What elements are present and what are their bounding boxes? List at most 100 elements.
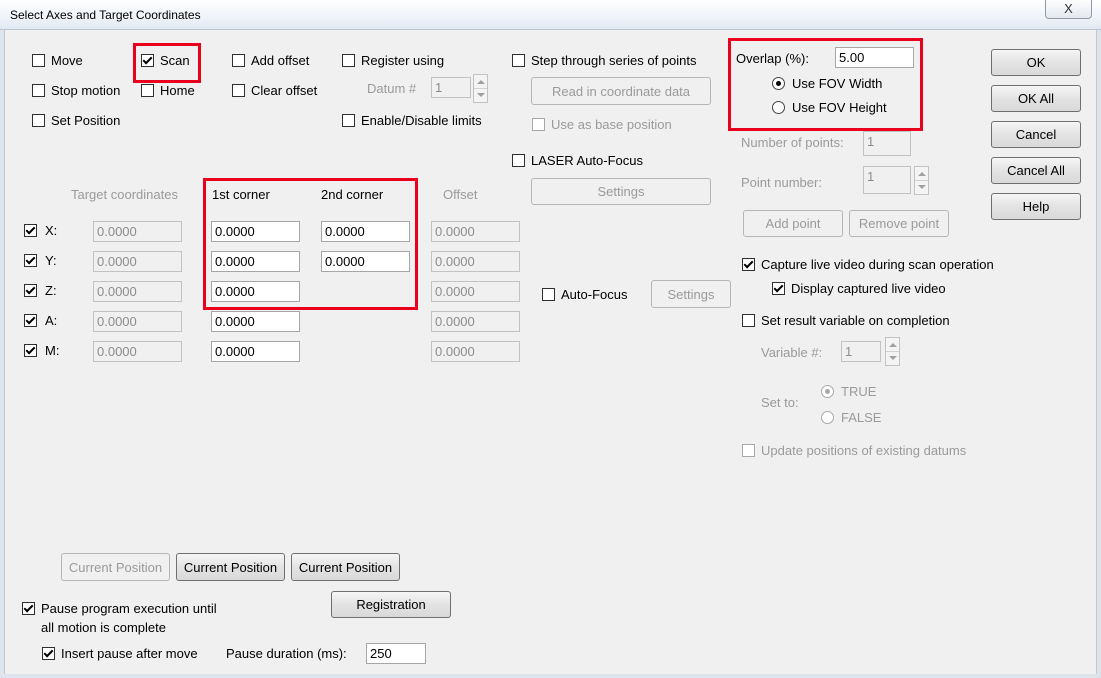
- step-through-checkbox[interactable]: Step through series of points: [512, 53, 697, 68]
- laser-autofocus-checkbox[interactable]: LASER Auto-Focus: [512, 153, 643, 168]
- variable-number-spinner[interactable]: [885, 337, 900, 366]
- axis-z-checkbox[interactable]: [24, 284, 43, 297]
- set-to-label: Set to:: [761, 395, 799, 410]
- ok-button[interactable]: OK: [991, 49, 1081, 76]
- axis-a-checkbox-box: [24, 314, 37, 327]
- display-captured-video-checkbox[interactable]: Display captured live video: [772, 281, 946, 296]
- set-result-variable-checkbox[interactable]: Set result variable on completion: [742, 313, 950, 328]
- read-coordinate-data-button[interactable]: Read in coordinate data: [531, 77, 711, 105]
- remove-point-button[interactable]: Remove point: [849, 210, 949, 237]
- spin-divider: [474, 88, 487, 89]
- second-corner-x-input[interactable]: 0.0000: [321, 221, 410, 242]
- number-of-points-label: Number of points:: [741, 135, 844, 150]
- first-corner-a-input[interactable]: 0.0000: [211, 311, 300, 332]
- first-corner-z-input[interactable]: 0.0000: [211, 281, 300, 302]
- fov-width-radio[interactable]: Use FOV Width: [772, 76, 882, 91]
- spin-down-icon: [918, 185, 926, 189]
- spin-divider: [915, 180, 928, 181]
- laser-settings-button[interactable]: Settings: [531, 178, 711, 205]
- register-using-checkbox[interactable]: Register using: [342, 53, 444, 68]
- target-z-input[interactable]: 0.0000: [93, 281, 182, 302]
- target-m-input[interactable]: 0.0000: [93, 341, 182, 362]
- point-number-spinner[interactable]: [914, 166, 929, 195]
- fov-height-radio[interactable]: Use FOV Height: [772, 100, 887, 115]
- set-position-checkbox[interactable]: Set Position: [32, 113, 120, 128]
- insert-pause-checkbox-box: [42, 647, 55, 660]
- fov-width-label: Use FOV Width: [792, 76, 883, 91]
- spin-up-icon: [889, 343, 897, 347]
- first-corner-x-input[interactable]: 0.0000: [211, 221, 300, 242]
- first-corner-y-input[interactable]: 0.0000: [211, 251, 300, 272]
- current-position-button-2[interactable]: Current Position: [176, 553, 285, 581]
- update-datums-checkbox[interactable]: Update positions of existing datums: [742, 443, 966, 458]
- target-x-input[interactable]: 0.0000: [93, 221, 182, 242]
- update-datums-checkbox-box: [742, 444, 755, 457]
- add-offset-checkbox[interactable]: Add offset: [232, 53, 309, 68]
- set-result-variable-checkbox-box: [742, 314, 755, 327]
- offset-x-input[interactable]: 0.0000: [431, 221, 520, 242]
- offset-a-input[interactable]: 0.0000: [431, 311, 520, 332]
- register-using-label: Register using: [361, 53, 445, 68]
- close-button[interactable]: X: [1045, 0, 1092, 19]
- current-position-button-1[interactable]: Current Position: [61, 553, 170, 581]
- use-as-base-checkbox[interactable]: Use as base position: [532, 117, 672, 132]
- registration-button[interactable]: Registration: [331, 591, 451, 618]
- axis-m-checkbox[interactable]: [24, 344, 43, 357]
- set-position-checkbox-box: [32, 114, 45, 127]
- add-point-button[interactable]: Add point: [743, 210, 843, 237]
- autofocus-checkbox[interactable]: Auto-Focus: [542, 287, 627, 302]
- laser-autofocus-label: LASER Auto-Focus: [531, 153, 643, 168]
- axis-x-checkbox[interactable]: [24, 224, 43, 237]
- true-radio[interactable]: TRUE: [821, 384, 876, 399]
- offset-y-input[interactable]: 0.0000: [431, 251, 520, 272]
- clear-offset-checkbox[interactable]: Clear offset: [232, 83, 317, 98]
- false-radio[interactable]: FALSE: [821, 410, 881, 425]
- true-label: TRUE: [841, 384, 877, 399]
- move-checkbox[interactable]: Move: [32, 53, 83, 68]
- overlap-input[interactable]: 5.00: [835, 47, 914, 68]
- stop-motion-checkbox[interactable]: Stop motion: [32, 83, 120, 98]
- offset-m-input[interactable]: 0.0000: [431, 341, 520, 362]
- autofocus-settings-button[interactable]: Settings: [651, 280, 731, 308]
- cancel-all-button[interactable]: Cancel All: [991, 157, 1081, 184]
- pause-duration-input[interactable]: 250: [366, 643, 426, 664]
- home-checkbox[interactable]: Home: [141, 83, 195, 98]
- datum-spinner[interactable]: [473, 74, 488, 103]
- window-border-left: [0, 30, 5, 678]
- axis-y-checkbox[interactable]: [24, 254, 43, 267]
- insert-pause-checkbox[interactable]: Insert pause after move: [42, 646, 198, 661]
- current-position-button-3[interactable]: Current Position: [291, 553, 400, 581]
- step-through-label: Step through series of points: [531, 53, 697, 68]
- enable-disable-limits-checkbox-box: [342, 114, 355, 127]
- variable-number-input[interactable]: 1: [841, 341, 881, 362]
- enable-disable-limits-label: Enable/Disable limits: [361, 113, 482, 128]
- axis-a-checkbox[interactable]: [24, 314, 43, 327]
- ok-all-button[interactable]: OK All: [991, 85, 1081, 112]
- capture-live-video-checkbox-box: [742, 258, 755, 271]
- offset-z-input[interactable]: 0.0000: [431, 281, 520, 302]
- target-y-input[interactable]: 0.0000: [93, 251, 182, 272]
- enable-disable-limits-checkbox[interactable]: Enable/Disable limits: [342, 113, 482, 128]
- scan-checkbox-box: [141, 54, 154, 67]
- overlap-label: Overlap (%):: [736, 51, 809, 66]
- update-datums-label: Update positions of existing datums: [761, 443, 967, 458]
- help-button[interactable]: Help: [991, 193, 1081, 220]
- pause-execution-checkbox[interactable]: Pause program execution until: [22, 601, 217, 616]
- pause-execution-checkbox-box: [22, 602, 35, 615]
- move-label: Move: [51, 53, 83, 68]
- spin-divider: [886, 351, 899, 352]
- target-coordinates-header: Target coordinates: [71, 187, 178, 202]
- target-a-input[interactable]: 0.0000: [93, 311, 182, 332]
- point-number-input[interactable]: 1: [863, 166, 911, 194]
- axis-x-label: X:: [45, 223, 58, 238]
- first-corner-m-input[interactable]: 0.0000: [211, 341, 300, 362]
- autofocus-checkbox-box: [542, 288, 555, 301]
- second-corner-y-input[interactable]: 0.0000: [321, 251, 410, 272]
- number-of-points-input[interactable]: 1: [863, 131, 911, 156]
- cancel-button[interactable]: Cancel: [991, 121, 1081, 148]
- datum-input[interactable]: 1: [431, 77, 471, 98]
- second-corner-header: 2nd corner: [321, 187, 384, 202]
- scan-checkbox[interactable]: Scan: [141, 53, 190, 68]
- capture-live-video-checkbox[interactable]: Capture live video during scan operation: [742, 257, 994, 272]
- pause-duration-label: Pause duration (ms):: [226, 646, 347, 661]
